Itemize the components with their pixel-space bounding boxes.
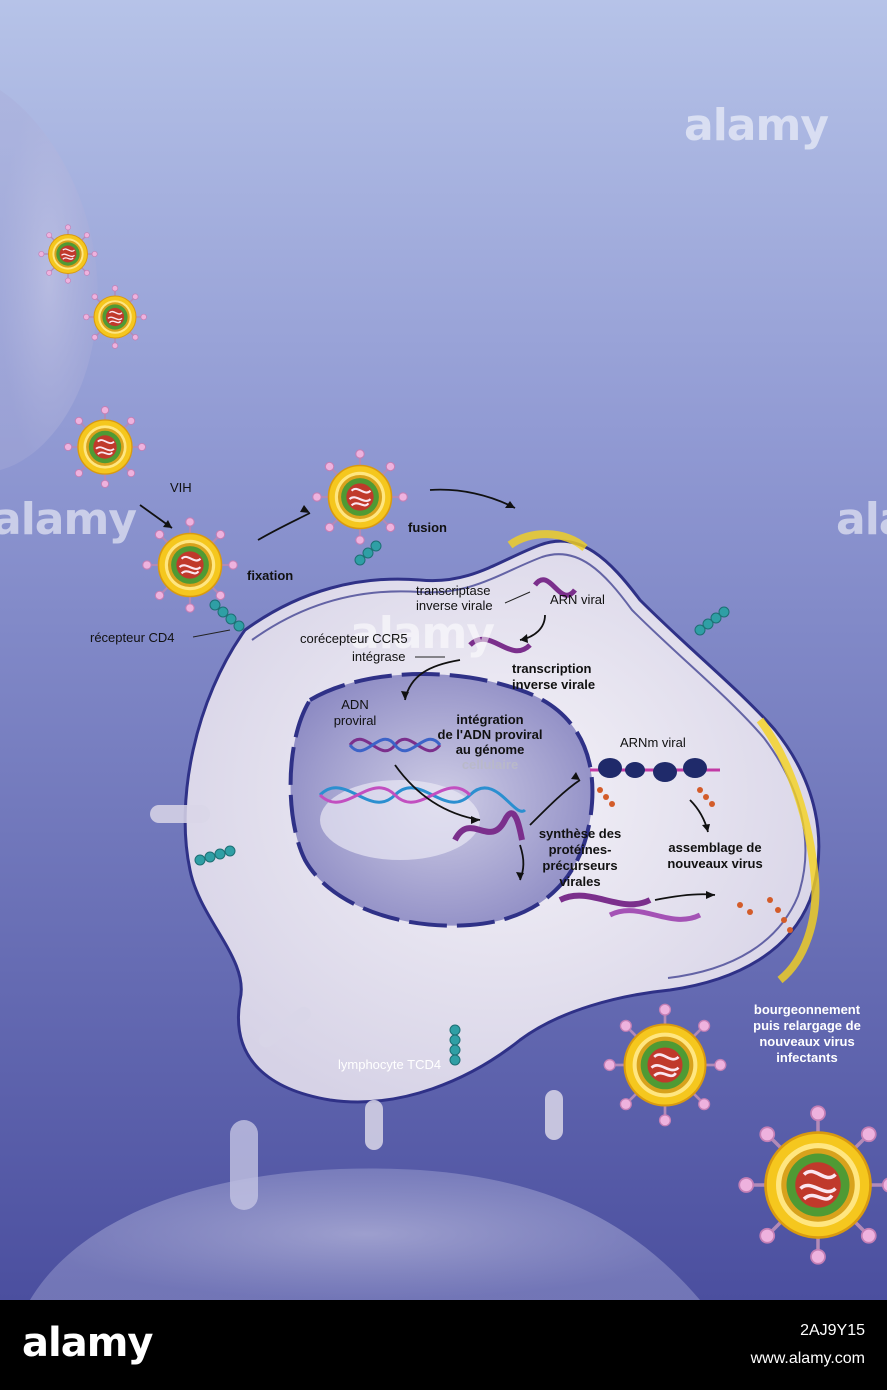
hiv-replication-diagram: [0, 0, 887, 1300]
label-bourgeonnement-4: infectants: [776, 1050, 838, 1065]
label-synthese-4: virales: [559, 874, 601, 889]
label-recepteur-cd4: récepteur CD4: [90, 630, 175, 645]
label-synthese: synthèse des: [538, 826, 622, 841]
watermark-logo: alamy: [0, 494, 137, 545]
stock-footer-bar: alamy 2AJ9Y15 www.alamy.com: [0, 1300, 887, 1390]
label-arn-viral: ARN viral: [550, 592, 605, 607]
label-assemblage: assemblage de: [668, 840, 762, 855]
label-adn-2: proviral: [333, 713, 377, 728]
label-bourgeonnement-2: puis relargage de: [753, 1018, 861, 1033]
label-synthese-3: précurseurs: [542, 858, 618, 873]
watermark-logo: alamy: [350, 608, 495, 659]
label-integration-2: de l'ADN proviral: [437, 727, 543, 742]
label-fusion: fusion: [408, 520, 447, 535]
label-integration-3: au génome: [455, 742, 525, 757]
label-arnm-viral: ARNm viral: [620, 735, 686, 750]
label-lymphocyte: lymphocyte TCD4: [338, 1057, 442, 1072]
label-integration-4: cellulaire: [461, 757, 519, 772]
footer-image-id: 2AJ9Y15: [800, 1322, 865, 1339]
label-transcriptase-2: inverse virale: [416, 598, 493, 613]
label-bourgeonnement: bourgeonnement: [753, 1002, 861, 1017]
label-adn: ADN: [341, 697, 369, 712]
footer-url: www.alamy.com: [750, 1350, 865, 1367]
label-assemblage-2: nouveaux virus: [667, 856, 763, 871]
watermark-logo: alamy: [684, 100, 829, 151]
label-transcriptase: transcriptase: [416, 583, 491, 598]
label-integrase: intégrase: [352, 649, 406, 664]
label-transcription-2: inverse virale: [512, 677, 596, 692]
label-synthese-2: protéines-: [548, 842, 612, 857]
watermark-logo: alamy: [836, 494, 887, 545]
footer-logo: alamy: [22, 1320, 153, 1366]
label-integration: intégration: [456, 712, 524, 727]
label-transcription: transcription: [512, 661, 592, 676]
label-vih: VIH: [170, 480, 192, 495]
label-corecepteur: corécepteur CCR5: [300, 631, 408, 646]
label-bourgeonnement-3: nouveaux virus: [759, 1034, 855, 1049]
label-fixation: fixation: [247, 568, 294, 583]
